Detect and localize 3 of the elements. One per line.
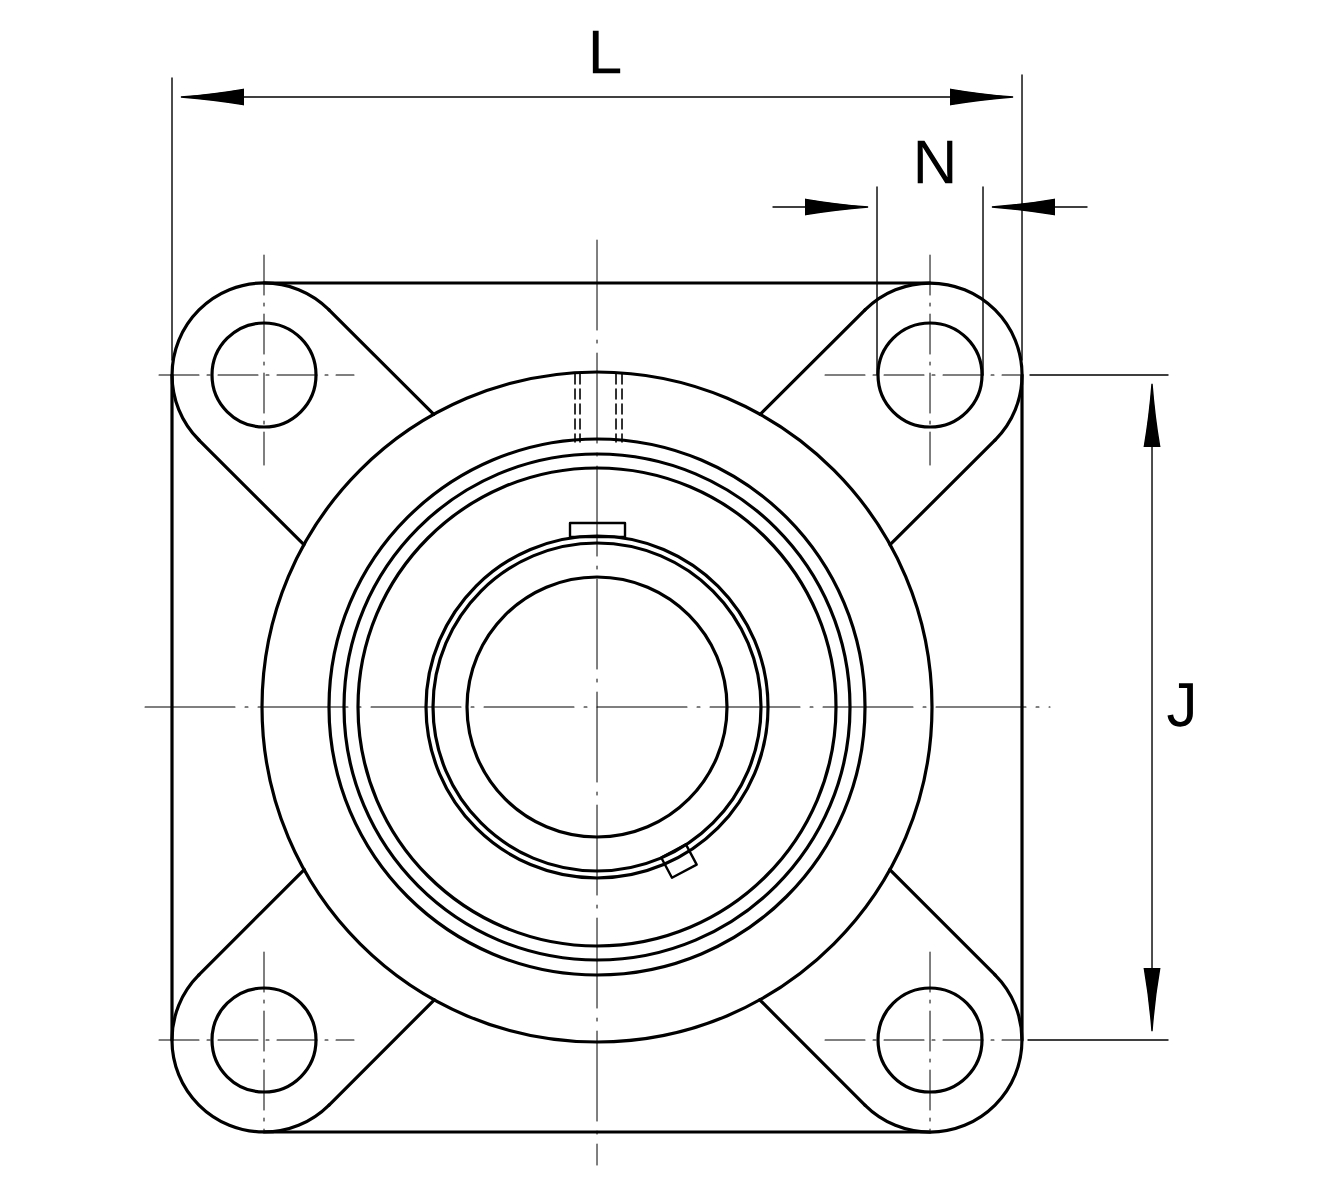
dimension-label: L	[592, 30, 621, 74]
dimension-label: N	[917, 140, 953, 184]
dimension-label: J	[1167, 683, 1193, 727]
